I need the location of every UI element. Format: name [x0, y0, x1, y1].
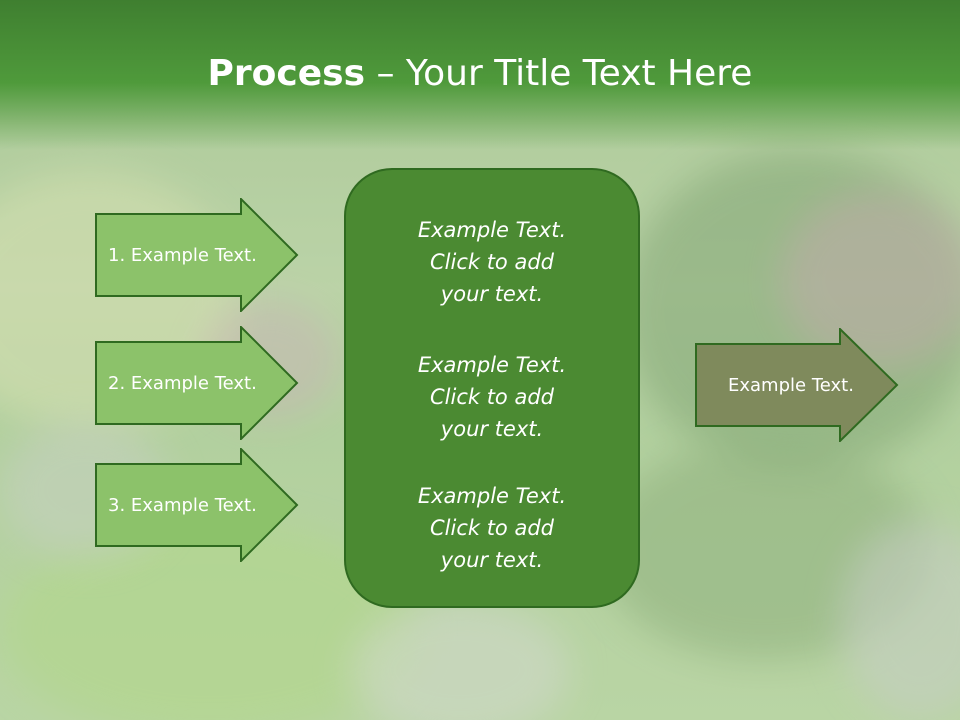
paragraph-line: Example Text.	[417, 484, 567, 508]
paragraph-line: Click to add	[429, 250, 554, 274]
garden-boulder-right	[840, 520, 960, 720]
arrow-shape-output[interactable]: Example Text.	[695, 328, 899, 442]
garden-flowers-pink	[780, 190, 960, 370]
center-paragraph-2: Example Text. Click to add your text.	[346, 349, 638, 445]
paragraph-line: your text.	[440, 417, 544, 441]
title-bold: Process	[207, 53, 366, 94]
slide-title[interactable]: Process – Your Title Text Here	[0, 52, 960, 96]
paragraph-line: your text.	[440, 548, 544, 572]
arrow-shape-2[interactable]: 2. Example Text.	[95, 326, 299, 440]
center-paragraph-1: Example Text. Click to add your text.	[346, 214, 638, 310]
garden-path	[350, 600, 570, 720]
center-text-box[interactable]: Example Text. Click to add your text. Ex…	[344, 168, 640, 608]
arrow-right-icon	[95, 326, 299, 440]
paragraph-line: Click to add	[429, 385, 554, 409]
paragraph-line: your text.	[440, 282, 544, 306]
arrow-label-3: 3. Example Text.	[108, 494, 257, 516]
arrow-right-icon	[695, 328, 899, 442]
title-bar	[0, 0, 960, 150]
arrow-shape-1[interactable]: 1. Example Text.	[95, 198, 299, 312]
arrow-label-2: 2. Example Text.	[108, 372, 257, 394]
arrow-label-output: Example Text.	[728, 374, 854, 396]
arrow-label-1: 1. Example Text.	[108, 244, 257, 266]
arrow-shape-3[interactable]: 3. Example Text.	[95, 448, 299, 562]
arrow-right-icon	[95, 448, 299, 562]
title-rest: – Your Title Text Here	[365, 53, 753, 94]
center-paragraph-3: Example Text. Click to add your text.	[346, 480, 638, 576]
paragraph-line: Click to add	[429, 516, 554, 540]
paragraph-line: Example Text.	[417, 353, 567, 377]
paragraph-line: Example Text.	[417, 218, 567, 242]
arrow-right-icon	[95, 198, 299, 312]
